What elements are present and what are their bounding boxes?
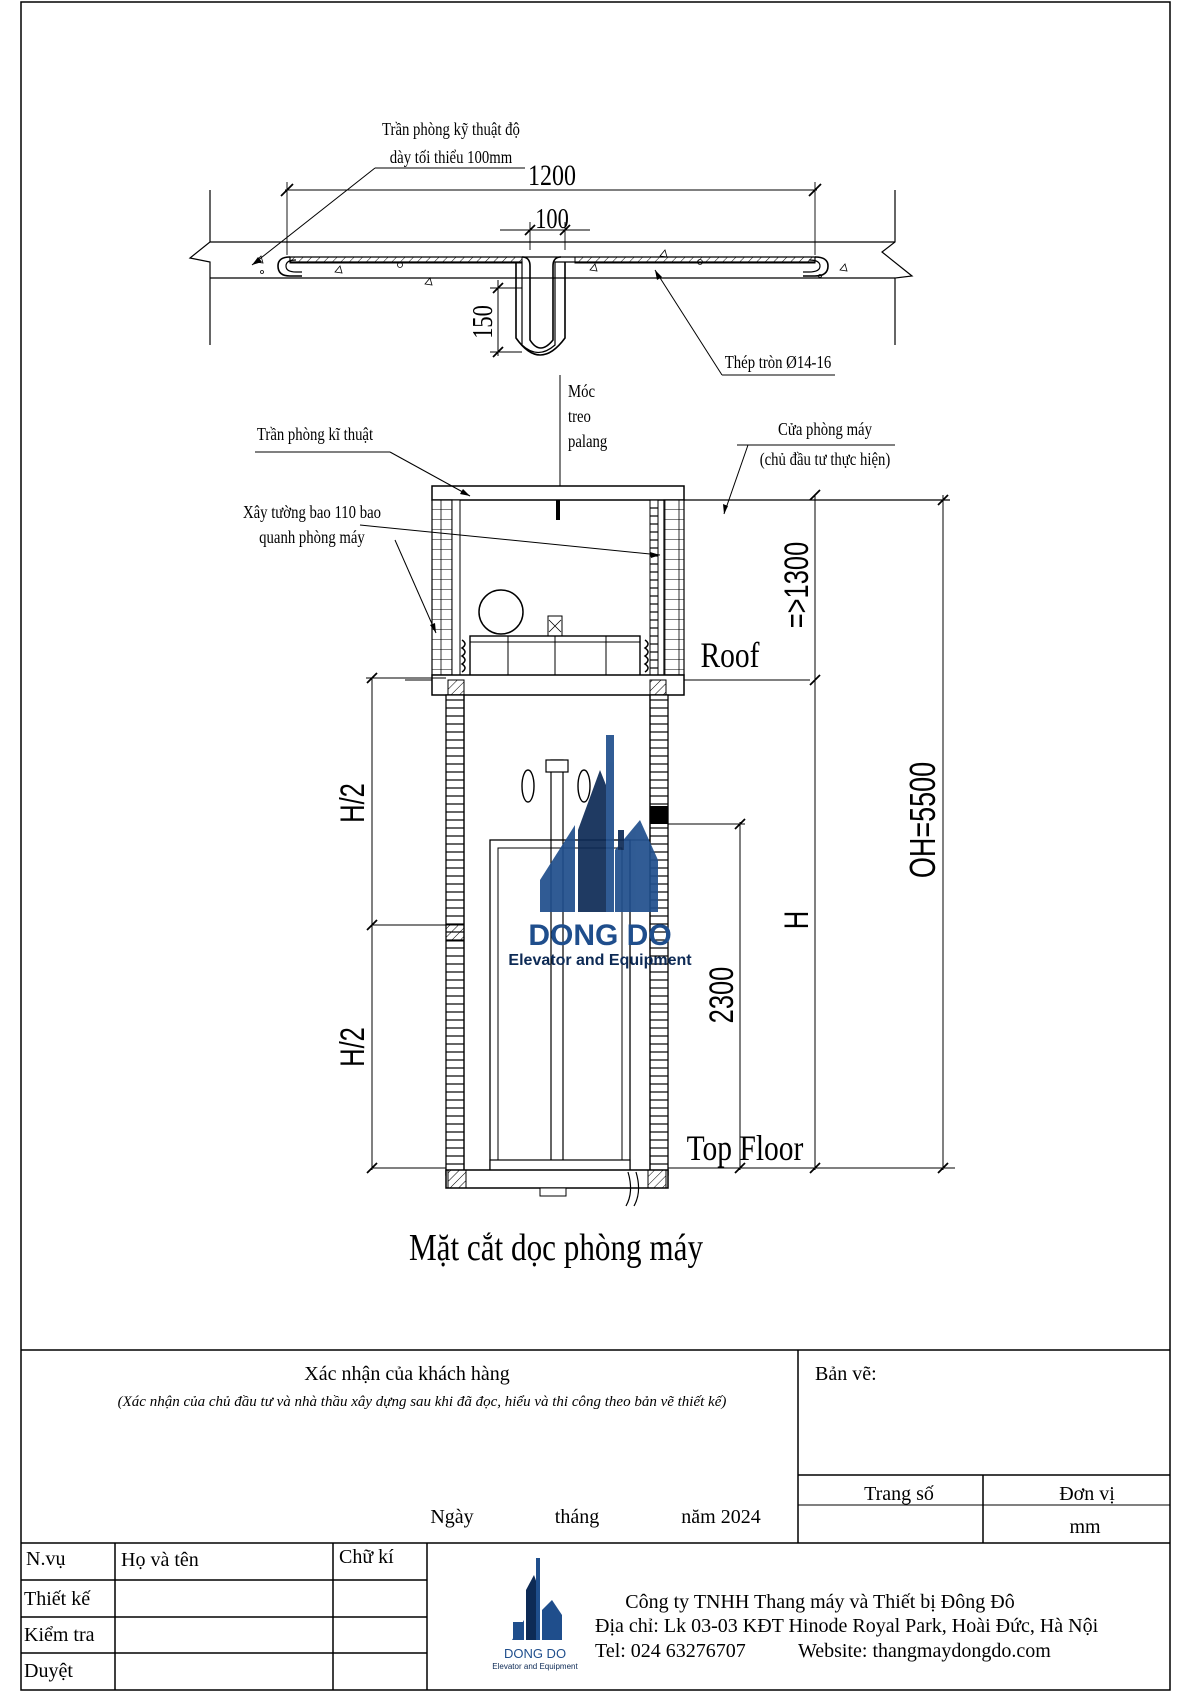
- ceiling-label: Trần phòng kĩ thuật: [257, 424, 374, 445]
- wall-label-line1: Xây tường bao 110 bao: [243, 502, 381, 523]
- slab-note-line1: Trần phòng kỹ thuật độ: [382, 119, 520, 140]
- dim-hook-depth: 150: [468, 305, 499, 339]
- col-role: N.vụ: [26, 1548, 65, 1570]
- page-label: Trang số: [864, 1483, 934, 1505]
- company-name: Công ty TNHH Thang máy và Thiết bị Đông …: [625, 1591, 1014, 1613]
- company-tel: Tel: 024 63276707: [595, 1640, 746, 1662]
- company-website: Website: thangmaydongdo.com: [798, 1640, 1051, 1662]
- confirm-title: Xác nhận của khách hàng: [304, 1363, 509, 1385]
- title-block: [21, 1349, 1170, 1690]
- dim-half-lower: H/2: [335, 1027, 372, 1067]
- hook-label-line2: treo: [568, 406, 591, 427]
- drawing-title: Mặt cắt dọc phòng máy: [409, 1226, 704, 1269]
- roof-label: Roof: [700, 636, 759, 675]
- dim-hook-width: 100: [535, 204, 569, 235]
- top-floor-label: Top Floor: [687, 1129, 804, 1168]
- drawing-label: Bản vẽ:: [815, 1363, 877, 1385]
- slab-note-line2: dày tối thiểu 100mm: [390, 147, 513, 168]
- dim-half-upper: H/2: [335, 783, 372, 823]
- row-approve: Duyệt: [24, 1660, 73, 1682]
- date-day: Ngày: [430, 1506, 473, 1528]
- col-sign: Chữ kí: [339, 1546, 394, 1568]
- row-design: Thiết kế: [24, 1588, 91, 1610]
- dim-h: H: [779, 911, 816, 929]
- dim-machine-room: =>1300: [779, 542, 816, 628]
- hook-label-line3: palang: [568, 431, 607, 452]
- hook-label-line1: Móc: [568, 381, 595, 402]
- date-year: năm 2024: [681, 1506, 760, 1528]
- door-label-line2: (chủ đầu tư thực hiện): [760, 449, 891, 470]
- company-address: Địa chỉ: Lk 03-03 KĐT Hinode Royal Park,…: [595, 1615, 1099, 1637]
- unit-value: mm: [1069, 1516, 1101, 1538]
- dim-slab-width: 1200: [528, 158, 576, 191]
- slab-hook-detail: [188, 167, 914, 376]
- steel-label: Thép tròn Ø14-16: [725, 352, 831, 373]
- logo-name: DONG DO: [504, 1646, 566, 1661]
- row-check: Kiểm tra: [24, 1624, 95, 1646]
- logo-sub: Elevator and Equipment: [492, 1662, 578, 1671]
- door-label-line1: Cửa phòng máy: [778, 419, 873, 440]
- company-logo: [512, 1558, 562, 1640]
- confirm-note: (Xác nhận của chủ đầu tư và nhà thầu xây…: [118, 1394, 727, 1410]
- unit-label: Đơn vị: [1059, 1483, 1115, 1505]
- watermark-sub: Elevator and Equipment: [508, 952, 692, 969]
- date-month: tháng: [555, 1506, 599, 1528]
- section-dimensions: [255, 444, 949, 1174]
- col-name: Họ và tên: [121, 1549, 199, 1571]
- sheet-border: [20, 1, 1171, 1691]
- wall-label-line2: quanh phòng máy: [259, 527, 365, 548]
- watermark-name: DONG DO: [528, 919, 671, 952]
- dim-door: 2300: [704, 967, 741, 1024]
- dim-oh: OH=5500: [902, 762, 943, 878]
- shaft-section: [372, 485, 955, 1207]
- watermark-logo: [540, 735, 658, 912]
